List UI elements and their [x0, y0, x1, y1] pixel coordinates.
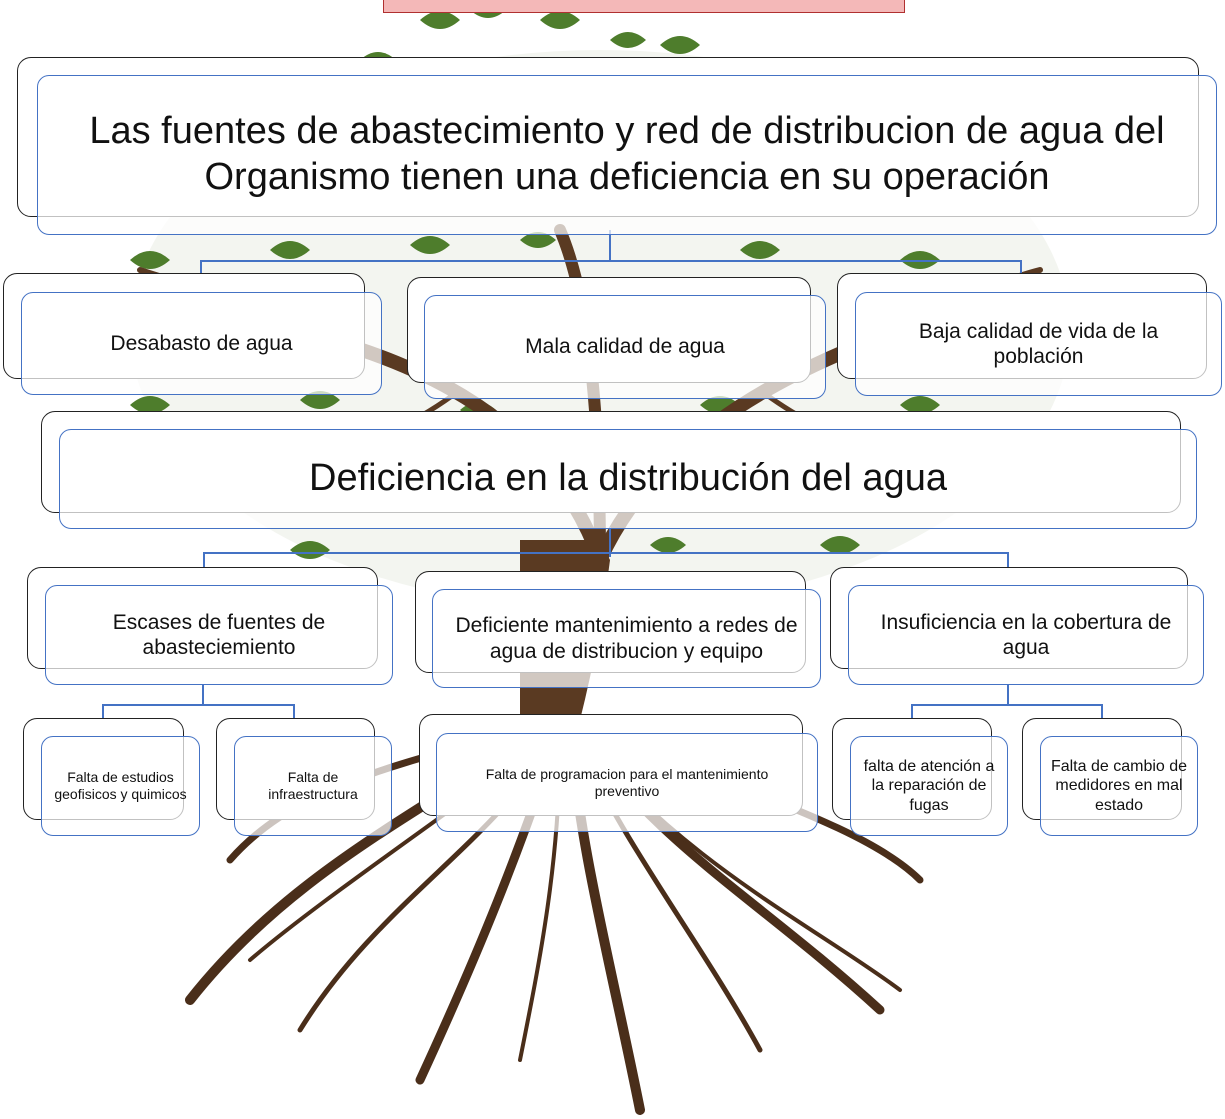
cause-label: Deficiente mantenimiento a redes de agua… — [432, 589, 821, 688]
core-problem-label: Deficiencia en la distribución del agua — [59, 429, 1197, 529]
cause-label: Insuficiencia en la cobertura de agua — [848, 585, 1204, 685]
sub-cause-label: Falta de programacion para el mantenimie… — [436, 733, 818, 832]
sub-cause-label: Falta de infraestructura — [234, 736, 392, 836]
connector-line — [911, 704, 1103, 706]
main-problem-label: Las fuentes de abastecimiento y red de d… — [37, 75, 1217, 235]
effect-label: Baja calidad de vida de la población — [855, 292, 1222, 396]
cause-label: Escases de fuentes de abasteciemiento — [45, 585, 393, 685]
connector-line — [200, 260, 1022, 262]
connector-line — [911, 704, 913, 718]
connector-line — [1101, 704, 1103, 718]
effect-label: Desabasto de agua — [21, 292, 382, 395]
connector-line — [102, 704, 295, 706]
effect-label: Mala calidad de agua — [424, 295, 826, 399]
sub-cause-label: falta de atención a la reparación de fug… — [850, 736, 1008, 836]
sub-cause-label: Falta de cambio de medidores en mal esta… — [1040, 736, 1198, 836]
connector-line — [1007, 684, 1009, 706]
connector-line — [203, 552, 1009, 554]
connector-line — [609, 527, 611, 557]
connector-line — [102, 704, 104, 718]
header-strip — [383, 0, 905, 13]
connector-line — [202, 684, 204, 706]
connector-line — [293, 704, 295, 718]
connector-line — [609, 230, 611, 262]
sub-cause-label: Falta de estudios geofisicos y quimicos — [41, 736, 200, 836]
